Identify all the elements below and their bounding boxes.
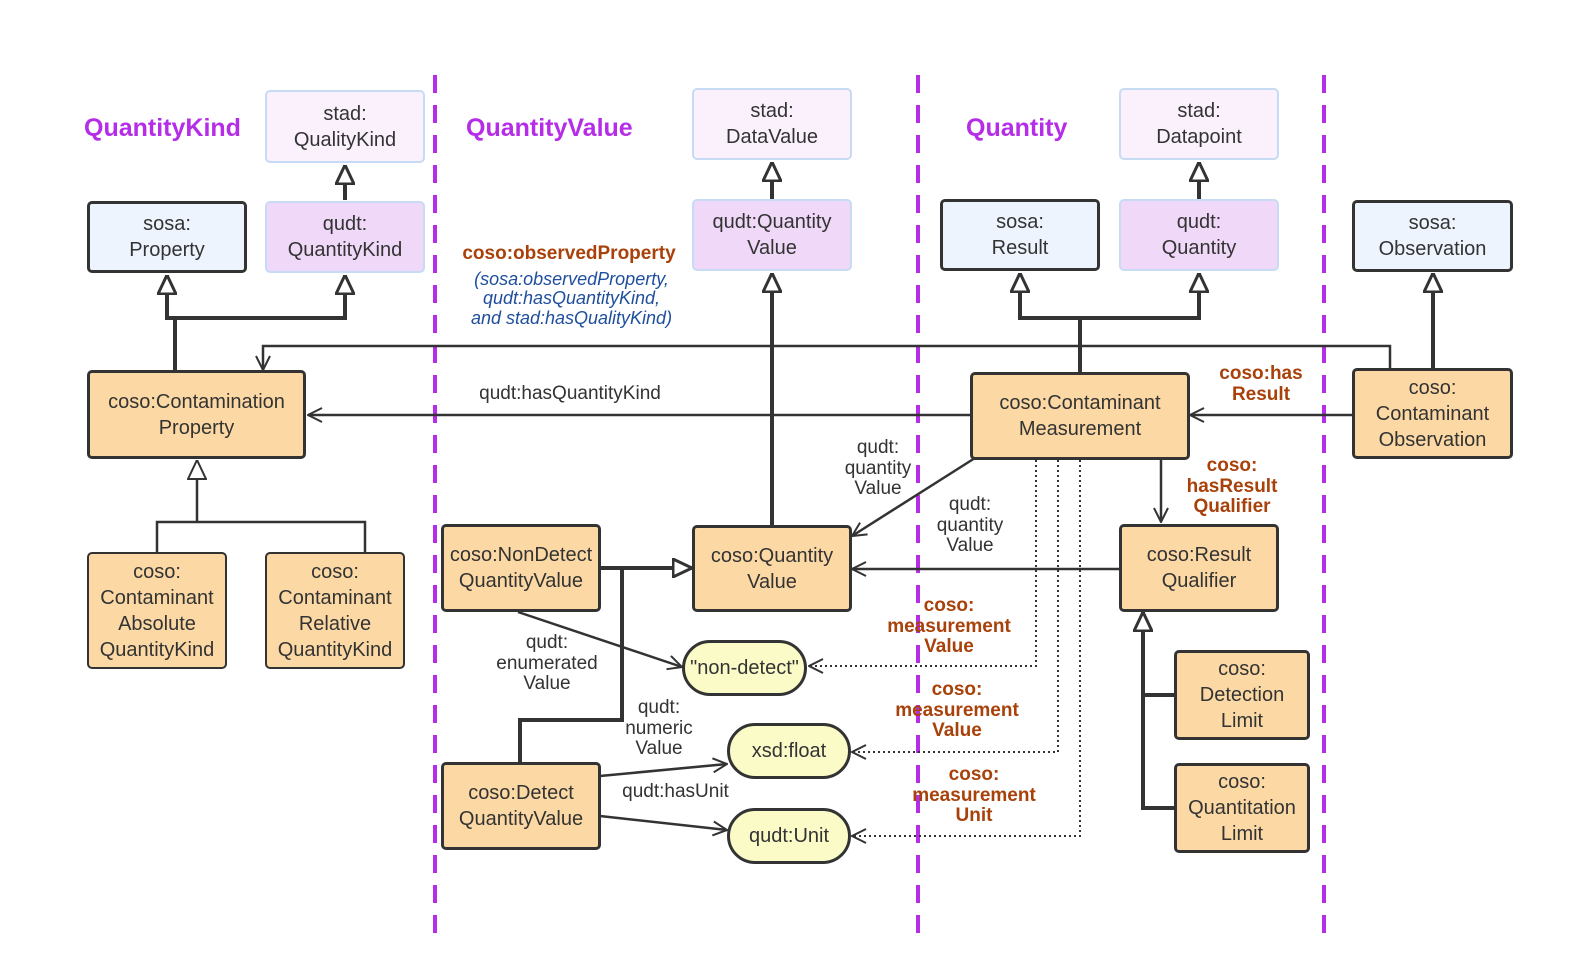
dotted-edges bbox=[809, 460, 1081, 836]
edge-label-observed-property-note: (sosa:observedProperty, qudt:hasQuantity… bbox=[470, 269, 673, 328]
section-title-quantity: Quantity bbox=[966, 114, 1068, 142]
node-coso-contaminant-measurement[interactable]: coso:Contaminant Measurement bbox=[970, 372, 1190, 460]
node-coso-result-qualifier[interactable]: coso:Result Qualifier bbox=[1119, 524, 1279, 612]
node-qudt-quantitykind[interactable]: qudt: QuantityKind bbox=[265, 201, 425, 273]
node-coso-contamination-property[interactable]: coso:Contamination Property bbox=[87, 370, 306, 459]
node-stad-qualitykind[interactable]: stad: QualityKind bbox=[265, 90, 425, 163]
edge-label-has-unit: qudt:hasUnit bbox=[622, 781, 729, 802]
node-literal-qudt-unit[interactable]: qudt:Unit bbox=[727, 808, 851, 864]
edge-label-enumerated-value: qudt: enumerated Value bbox=[496, 632, 598, 695]
edge-label-measurement-unit: coso: measurement Unit bbox=[912, 764, 1036, 827]
node-coso-quantityvalue[interactable]: coso:Quantity Value bbox=[692, 525, 852, 612]
node-coso-quantitation-limit[interactable]: coso: Quantitation Limit bbox=[1174, 763, 1310, 853]
edge-label-has-result-qualifier: coso: hasResult Qualifier bbox=[1186, 455, 1278, 518]
subclass-edges-thin bbox=[155, 460, 367, 552]
node-coso-detect-quantityvalue[interactable]: coso:Detect QuantityValue bbox=[441, 762, 601, 850]
node-literal-xsd-float[interactable]: xsd:float bbox=[727, 723, 851, 779]
node-coso-relative-quantitykind[interactable]: coso: Contaminant Relative QuantityKind bbox=[265, 552, 405, 669]
node-coso-contaminant-observation[interactable]: coso: Contaminant Observation bbox=[1352, 368, 1513, 459]
section-title-quantitykind: QuantityKind bbox=[84, 114, 241, 142]
edge-label-observed-property: coso:observedProperty bbox=[462, 243, 676, 264]
node-qudt-quantity[interactable]: qudt: Quantity bbox=[1119, 199, 1279, 271]
node-coso-absolute-quantitykind[interactable]: coso: Contaminant Absolute QuantityKind bbox=[87, 552, 227, 669]
node-stad-datavalue[interactable]: stad: DataValue bbox=[692, 88, 852, 160]
subclass-edges bbox=[167, 162, 1433, 810]
edge-label-measurement-value-2: coso: measurement Value bbox=[895, 679, 1019, 742]
node-sosa-observation[interactable]: sosa: Observation bbox=[1352, 200, 1513, 272]
node-sosa-result[interactable]: sosa: Result bbox=[940, 199, 1100, 271]
edge-label-numeric-value: qudt: numeric Value bbox=[625, 697, 693, 760]
node-literal-non-detect[interactable]: "non-detect" bbox=[682, 640, 807, 696]
edge-label-quantity-value-1: qudt: quantity Value bbox=[844, 437, 912, 500]
edge-label-quantity-value-2: qudt: quantity Value bbox=[936, 494, 1004, 557]
section-dividers bbox=[433, 75, 1326, 945]
node-coso-detection-limit[interactable]: coso: Detection Limit bbox=[1174, 650, 1310, 740]
node-sosa-property[interactable]: sosa: Property bbox=[87, 201, 247, 273]
edge-label-has-quantity-kind: qudt:hasQuantityKind bbox=[479, 383, 661, 404]
edge-label-measurement-value-1: coso: measurement Value bbox=[887, 595, 1011, 658]
association-edges bbox=[263, 344, 1392, 830]
section-title-quantityvalue: QuantityValue bbox=[466, 114, 633, 142]
node-stad-datapoint[interactable]: stad: Datapoint bbox=[1119, 88, 1279, 160]
edge-label-has-result: coso:has Result bbox=[1219, 363, 1303, 405]
node-coso-nondetect-quantityvalue[interactable]: coso:NonDetect QuantityValue bbox=[441, 524, 601, 612]
node-qudt-quantityvalue[interactable]: qudt:Quantity Value bbox=[692, 199, 852, 271]
